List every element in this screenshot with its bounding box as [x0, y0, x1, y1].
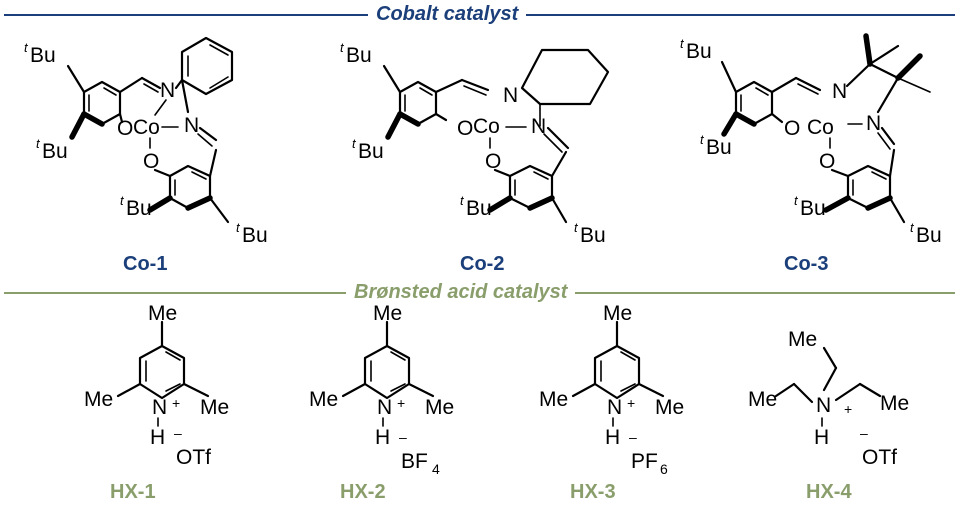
svg-text:t: t [910, 220, 915, 235]
svg-text:+: + [172, 395, 180, 411]
svg-text:4: 4 [432, 461, 440, 477]
svg-text:t: t [460, 193, 465, 208]
svg-text:O: O [485, 150, 501, 173]
svg-text:–: – [860, 425, 868, 441]
svg-text:H: H [150, 426, 165, 449]
svg-text:H: H [605, 426, 620, 449]
svg-text:O: O [117, 117, 133, 140]
svg-text:t: t [36, 136, 41, 151]
svg-text:t: t [340, 40, 345, 55]
svg-text:Co: Co [807, 116, 834, 139]
svg-text:BF: BF [401, 450, 428, 473]
hx-3-label: HX-3 [570, 481, 616, 503]
cobalt-section-title: Cobalt catalyst [368, 3, 527, 26]
svg-text:N: N [184, 114, 199, 137]
svg-text:PF: PF [631, 450, 658, 473]
svg-text:Me: Me [655, 396, 684, 419]
svg-text:Bu: Bu [466, 197, 492, 220]
svg-text:Me: Me [880, 392, 909, 415]
svg-text:Bu: Bu [580, 224, 606, 247]
svg-text:N: N [607, 396, 622, 419]
svg-text:N: N [832, 80, 847, 103]
svg-text:t: t [24, 40, 29, 55]
svg-text:Me: Me [748, 388, 777, 411]
hx-1-label: HX-1 [110, 481, 156, 503]
svg-text:N: N [531, 115, 546, 138]
svg-text:t: t [236, 220, 241, 235]
svg-text:Bu: Bu [346, 44, 372, 67]
svg-text:Me: Me [309, 388, 338, 411]
svg-text:+: + [627, 395, 635, 411]
co-2-label: Co-2 [460, 253, 505, 275]
svg-text:O: O [457, 117, 473, 140]
svg-text:OTf: OTf [176, 446, 211, 469]
co-3-label: Co-3 [784, 253, 829, 275]
svg-text:Co: Co [133, 116, 160, 139]
co-1-label: Co-1 [123, 253, 168, 275]
svg-text:O: O [819, 150, 835, 173]
acid-section-title: Brønsted acid catalyst [346, 281, 576, 304]
svg-text:Me: Me [603, 302, 632, 325]
svg-text:Me: Me [84, 388, 113, 411]
svg-text:Bu: Bu [126, 197, 152, 220]
svg-text:–: – [399, 429, 407, 445]
svg-text:Bu: Bu [30, 44, 56, 67]
svg-text:t: t [352, 136, 357, 151]
svg-text:Me: Me [788, 328, 817, 351]
svg-text:O: O [143, 150, 159, 173]
svg-text:N: N [377, 396, 392, 419]
svg-text:t: t [700, 132, 705, 147]
svg-text:+: + [844, 401, 852, 417]
svg-text:t: t [120, 193, 125, 208]
svg-text:Bu: Bu [686, 40, 712, 63]
svg-text:Me: Me [200, 396, 229, 419]
svg-text:OTf: OTf [862, 446, 897, 469]
svg-text:Me: Me [425, 396, 454, 419]
svg-text:Bu: Bu [358, 140, 384, 163]
svg-text:Co: Co [473, 115, 500, 138]
svg-text:H: H [814, 426, 829, 449]
svg-text:N: N [152, 396, 167, 419]
svg-text:Bu: Bu [800, 197, 826, 220]
svg-text:Bu: Bu [242, 224, 268, 247]
svg-text:O: O [784, 117, 800, 140]
svg-text:t: t [794, 193, 799, 208]
svg-text:Me: Me [539, 388, 568, 411]
svg-text:–: – [629, 429, 637, 445]
svg-text:Me: Me [373, 302, 402, 325]
svg-text:–: – [174, 425, 182, 441]
hx-4-label: HX-4 [806, 481, 852, 503]
hx-2-label: HX-2 [340, 481, 386, 503]
svg-text:Bu: Bu [916, 224, 942, 247]
svg-text:Bu: Bu [706, 136, 732, 159]
svg-text:Bu: Bu [42, 140, 68, 163]
svg-text:N: N [866, 112, 881, 135]
svg-text:H: H [375, 426, 390, 449]
svg-text:N: N [816, 394, 831, 417]
svg-text:N: N [503, 84, 518, 107]
svg-text:6: 6 [660, 461, 668, 477]
svg-text:+: + [397, 395, 405, 411]
svg-text:t: t [574, 220, 579, 235]
svg-text:Me: Me [148, 302, 177, 325]
svg-text:t: t [680, 36, 685, 51]
svg-text:N: N [160, 79, 175, 102]
